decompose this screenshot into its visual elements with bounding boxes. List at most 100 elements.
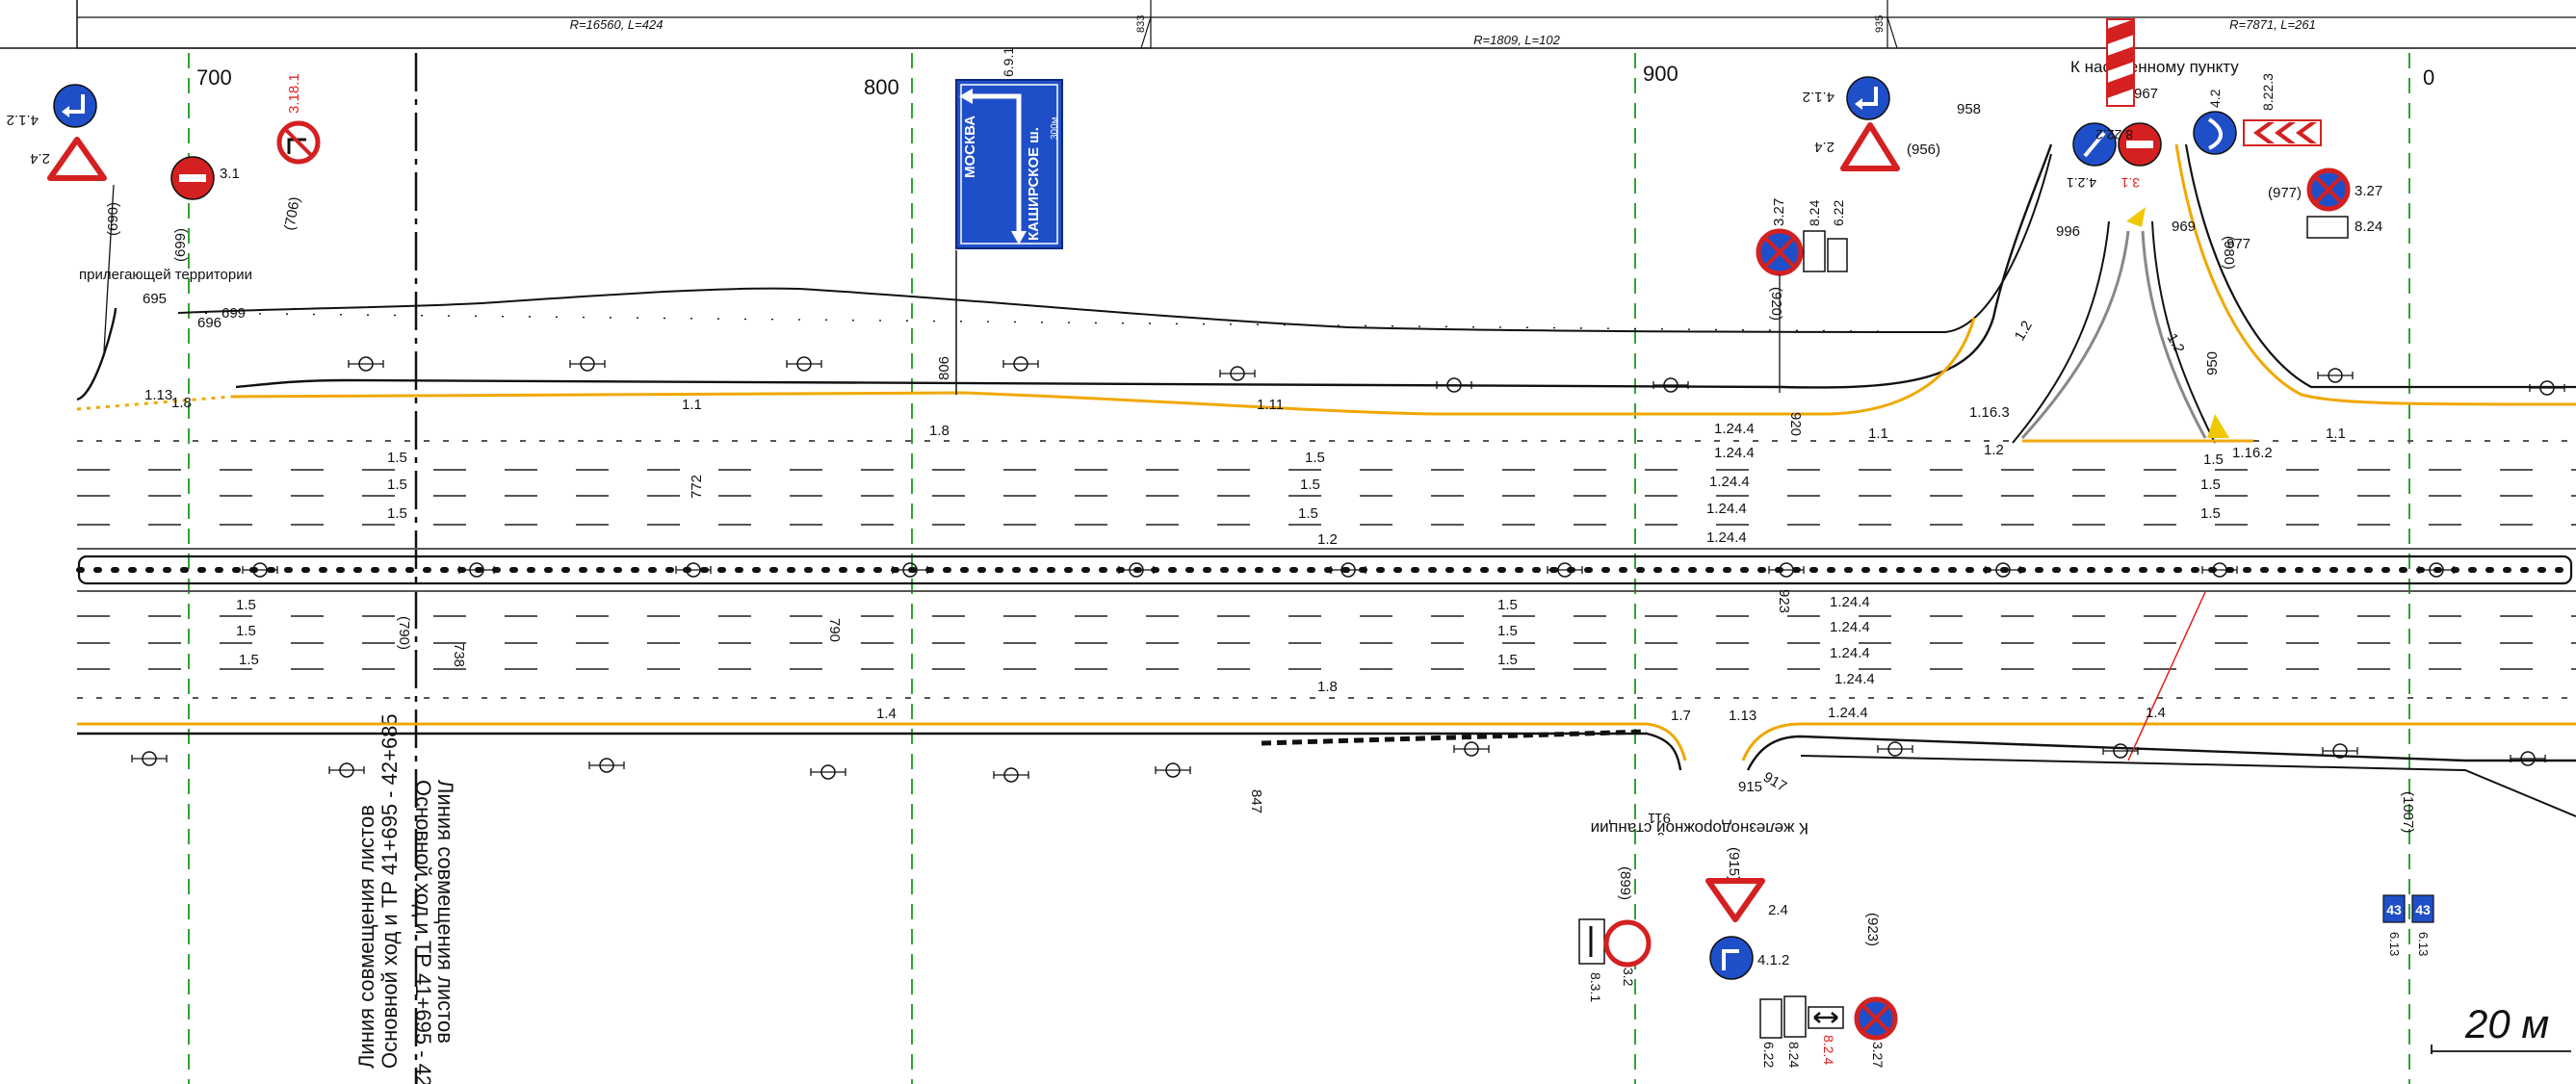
direction-sign-bottom: КАШИРСКОЕ ш. [1026,127,1042,241]
sign-4221-code: 4.2.1 [2067,175,2096,191]
marking-1-13: 1.13 [144,387,172,403]
marking-1-24-4-e: 1.24.4 [1706,529,1747,546]
marking-1-5-h: 1.5 [2200,477,2221,493]
sheet-joint-text-1: Линия совмещения листов [354,805,378,1069]
marking-1-24-4-j: 1.24.4 [1828,705,1868,721]
sign-824-code-b: 8.24 [2355,219,2382,235]
sign-412-code-b: 4.1.2 [1803,89,1834,105]
curve-point-833: 833 [1135,15,1147,33]
marking-1-8-a: 1.8 [171,395,192,411]
marking-1-24-4-h: 1.24.4 [1830,645,1870,661]
km-plate-b: 43 [2415,902,2431,917]
curve-point-935: 935 [1874,15,1886,33]
marking-1-8-c: 1.8 [1317,679,1338,695]
station-738: 738 [451,643,467,667]
marking-1-24-4-c: 1.24.4 [1709,474,1750,490]
sign-42-code: 4.2 [2207,89,2223,108]
station-p956: (956) [1907,142,1940,158]
sheet-joint-text-2: Основной ход и ТР 41+695 - 42+685 [377,713,402,1069]
marking-1-5-o: 1.5 [1497,652,1518,668]
station-977: 977 [2226,236,2251,252]
sign-824-code-c: 8.24 [1786,1042,1802,1068]
station-958: 958 [1957,101,1981,117]
marking-1-2-a: 1.2 [1984,442,2004,458]
station-699: 699 [221,305,246,322]
station-p923: (923) [1864,913,1881,946]
sign-613-code-b: 6.13 [2416,932,2431,956]
sign-622-code-b: 6.22 [1761,1042,1777,1068]
marking-1-5-e: 1.5 [1300,477,1320,493]
sign-327-code-b: 3.27 [2355,183,2382,199]
marking-1-24-4-a: 1.24.4 [1714,421,1755,437]
curve-label-3: R=7871, L=261 [2229,17,2316,32]
station-806: 806 [936,356,952,380]
marking-1-5-f: 1.5 [1298,505,1318,522]
picket-0: 0 [2423,65,2434,90]
marking-1-5-d: 1.5 [1305,450,1325,466]
direction-sign: МОСКВА КАШИРСКОЕ ш. 300м 6.9.1 [955,47,1063,395]
marking-1-24-4-f: 1.24.4 [1830,594,1870,610]
sign-824-code-a: 8.24 [1807,200,1822,226]
station-p980: (980) [2221,236,2237,270]
sign-3181-code: 3.18.1 [286,73,302,114]
marking-1-1-c: 1.1 [2326,426,2346,442]
station-p690: (690) [105,202,121,236]
rail-station-road-label: К железнодорожной станции [1591,819,1808,838]
marking-1-5-i: 1.5 [2200,505,2221,522]
marking-1-24-4-b: 1.24.4 [1714,445,1755,461]
station-p920: (920) [1768,287,1784,321]
sheet-joint-text-3: Линия совмещения листов [433,780,457,1044]
station-969: 969 [2172,219,2196,235]
direction-sign-code: 6.9.1 [1001,47,1016,77]
marking-1-5-m: 1.5 [1497,597,1518,613]
station-847: 847 [1248,789,1264,813]
station-967: 967 [2134,86,2158,102]
marking-1-1-a: 1.1 [682,397,702,413]
picket-lines: 700 800 900 0 [188,53,2434,1084]
sign-327-code-c: 3.27 [1870,1042,1886,1068]
marking-1-1-b: 1.1 [1868,426,1888,442]
marking-1-24-4-i: 1.24.4 [1834,671,1875,687]
marking-1-11: 1.11 [1257,397,1284,413]
scale-bar: 20 м [2431,1001,2571,1054]
station-950: 950 [2204,351,2221,375]
station-p706: (706) [281,195,303,231]
station-labels: прилегающей территории 695 696 699 (699)… [79,86,2416,946]
marking-1-4-b: 1.4 [2146,705,2166,721]
marking-1-16-2: 1.16.2 [2232,445,2273,461]
marking-1-13-b: 1.13 [1729,708,1756,724]
sheet-joint-text-4: Основной ход и ТР 41+695 - 42+685 [411,780,435,1084]
marking-1-5-g: 1.5 [2203,452,2224,468]
marking-1-24-4-d: 1.24.4 [1706,501,1747,517]
curve-label-1: R=16560, L=424 [570,17,664,32]
sign-31-code-b: 3.1 [2121,175,2140,191]
marking-1-5-k: 1.5 [236,623,256,639]
scale-label: 20 м [2464,1001,2549,1046]
sign-31-code: 3.1 [220,166,240,182]
sign-412-code-a: 4.1.2 [7,112,39,128]
sign-8222-code: 8.22.2 [2095,127,2133,142]
marking-1-5-j: 1.5 [236,597,256,613]
station-695: 695 [143,291,167,307]
curve-label-2: R=1809, L=102 [1473,33,1560,47]
sheet-joint: Линия совмещения листов Основной ход и Т… [354,53,457,1084]
station-911: 911 [1648,810,1671,826]
marking-1-16-3: 1.16.3 [1969,404,2010,421]
sign-327-code-a: 3.27 [1771,198,1787,226]
picket-700: 700 [196,65,232,90]
marking-1-5-a: 1.5 [387,450,407,466]
marking-1-2-b: 1.2 [1317,531,1338,548]
station-917: 917 [1760,769,1789,795]
sign-613-code-a: 6.13 [2387,932,2402,956]
station-p699: (699) [172,228,189,262]
marking-1-5-c: 1.5 [387,505,407,522]
marking-1-5-b: 1.5 [387,477,407,493]
sign-24-code-c: 2.4 [1768,902,1788,918]
settlement-road-label: К населенному пункту [2070,58,2239,76]
station-920: 920 [1787,412,1804,436]
station-996: 996 [2056,223,2080,240]
station-790: 790 [826,618,843,642]
sign-412-code-c: 4.1.2 [1757,952,1789,968]
direction-sign-top: МОСКВА [962,116,978,178]
